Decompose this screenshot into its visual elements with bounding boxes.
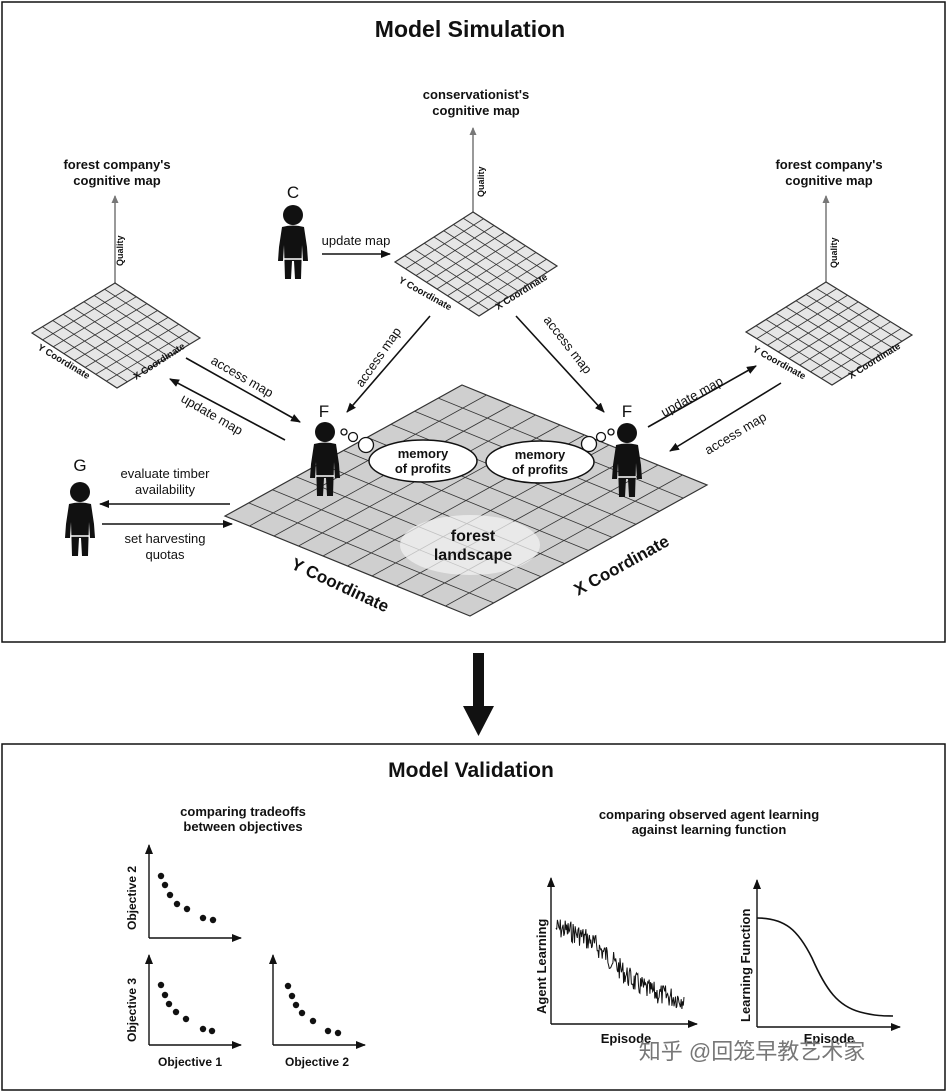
cognitive-map-left-title-1: forest company's — [63, 157, 170, 172]
tradeoff-point — [292, 1001, 300, 1009]
agent-label-f: F — [319, 402, 329, 421]
memory-label-1: memory — [398, 446, 449, 461]
landscape-label-1: forest — [451, 528, 496, 545]
learning-section: comparing observed agent learning agains… — [534, 807, 901, 1046]
arrow-update-map-c: update map — [322, 233, 391, 258]
tradeoff-point — [183, 905, 191, 913]
tradeoff-point — [157, 981, 165, 989]
x-axis-label: Episode — [601, 1031, 652, 1046]
quality-axis-label: Quality — [476, 166, 486, 197]
memory-label-2: of profits — [395, 461, 451, 476]
cognitive-map-right-title-1: forest company's — [775, 157, 882, 172]
tradeoff-point — [161, 991, 169, 999]
learning-function-curve — [756, 917, 894, 1017]
cognitive-map-right: forest company's cognitive map Quality Y… — [744, 157, 914, 386]
arrow-evaluate-timber: evaluate timber availability — [99, 466, 230, 508]
simulation-title: Model Simulation — [375, 16, 565, 42]
agent-learning-plot: Agent Learning Episode — [534, 877, 698, 1046]
tradeoff-plot-2: Objective 3 Objective 1 — [125, 954, 242, 1069]
y-axis-label: Objective 2 — [125, 866, 139, 930]
update-map-label: update map — [322, 233, 391, 248]
flow-arrow-down — [463, 653, 494, 736]
tradeoff-point — [309, 1017, 317, 1025]
tradeoff-point — [298, 1009, 306, 1017]
tradeoff-point — [208, 1027, 216, 1035]
conservationist-agent: C — [277, 183, 309, 280]
access-map-label: access map — [352, 324, 404, 389]
tradeoff-point — [173, 900, 181, 908]
y-axis-label: Learning Function — [738, 909, 753, 1022]
cognitive-map-center: conservationist's cognitive map Quality … — [393, 87, 559, 317]
access-map-label: access map — [702, 409, 769, 458]
learning-function-plot: Learning Function Episode — [738, 879, 901, 1046]
forest-company-agent-right: F — [611, 402, 643, 498]
cognitive-grid — [744, 281, 914, 386]
tradeoff-points — [284, 982, 342, 1037]
validation-title: Model Validation — [388, 759, 554, 782]
simulation-panel — [1, 1, 946, 643]
landscape-highlight — [400, 515, 540, 575]
tradeoff-point — [161, 881, 169, 889]
y-axis-label: Agent Learning — [534, 919, 549, 1014]
tradeoff-points — [157, 981, 216, 1035]
tradeoff-point — [284, 982, 292, 990]
cognitive-map-left: forest company's cognitive map Quality Y… — [30, 157, 202, 389]
cognitive-map-left-title-2: cognitive map — [73, 173, 160, 188]
cognitive-grid — [393, 211, 559, 317]
set-quotas-label-1: set harvesting — [125, 531, 206, 546]
cognitive-map-center-title-1: conservationist's — [423, 87, 529, 102]
tradeoff-point — [288, 992, 296, 1000]
memory-label-2: of profits — [512, 462, 568, 477]
quality-axis-label: Quality — [829, 237, 839, 268]
tradeoff-points — [157, 872, 217, 924]
cognitive-grid — [30, 282, 202, 389]
learning-title-2: against learning function — [632, 822, 787, 837]
thought-bubble-right: memory of profits — [485, 428, 615, 484]
arrow-access-map-center-left: access map — [346, 315, 431, 413]
learning-title-1: comparing observed agent learning — [599, 807, 819, 822]
tradeoff-point — [157, 872, 165, 880]
evaluate-label-2: availability — [135, 482, 195, 497]
tradeoff-point — [166, 891, 174, 899]
tradeoff-point — [199, 914, 207, 922]
tradeoff-title-1: comparing tradeoffs — [180, 804, 306, 819]
arrow-update-map-right: update map — [647, 365, 757, 428]
tradeoff-point — [199, 1025, 207, 1033]
forest-company-agent-left: F — [309, 402, 341, 497]
agent-learning-series — [555, 919, 685, 1010]
cognitive-map-right-title-2: cognitive map — [785, 173, 872, 188]
tradeoff-point — [182, 1015, 190, 1023]
tradeoff-point — [172, 1008, 180, 1016]
set-quotas-label-2: quotas — [145, 547, 185, 562]
x-axis-label: Objective 2 — [285, 1055, 349, 1069]
arrow-set-quotas: set harvesting quotas — [102, 520, 233, 562]
update-map-label: update map — [658, 373, 725, 419]
agent-label-f: F — [622, 402, 632, 421]
thought-bubble-left: memory of profits — [340, 428, 478, 483]
agent-label-c: C — [287, 183, 299, 202]
government-agent: G — [64, 456, 96, 557]
validation-panel — [1, 743, 946, 1091]
agent-label-g: G — [73, 456, 86, 475]
y-axis-label: Objective 3 — [125, 978, 139, 1042]
x-axis-label: Objective 1 — [158, 1055, 222, 1069]
access-map-label: access map — [541, 313, 596, 377]
tradeoff-point — [165, 1000, 173, 1008]
landscape-label-2: landscape — [434, 547, 512, 564]
evaluate-label-1: evaluate timber — [121, 466, 211, 481]
tradeoff-plot-1: Objective 2 — [125, 844, 242, 942]
x-axis-label: Episode — [804, 1031, 855, 1046]
cognitive-map-center-title-2: cognitive map — [432, 103, 519, 118]
arrow-access-map-center-right: access map — [515, 313, 605, 413]
memory-label-1: memory — [515, 447, 566, 462]
watermark: 知乎 @回笼早教艺术家 — [639, 1039, 865, 1064]
tradeoff-point — [209, 916, 217, 924]
tradeoff-section: comparing tradeoffs between objectives O… — [125, 804, 366, 1069]
tradeoff-title-2: between objectives — [183, 819, 302, 834]
tradeoff-point — [334, 1029, 342, 1037]
tradeoff-point — [324, 1027, 332, 1035]
tradeoff-plot-3: Objective 2 — [269, 954, 366, 1069]
quality-axis-label: Quality — [115, 235, 125, 266]
